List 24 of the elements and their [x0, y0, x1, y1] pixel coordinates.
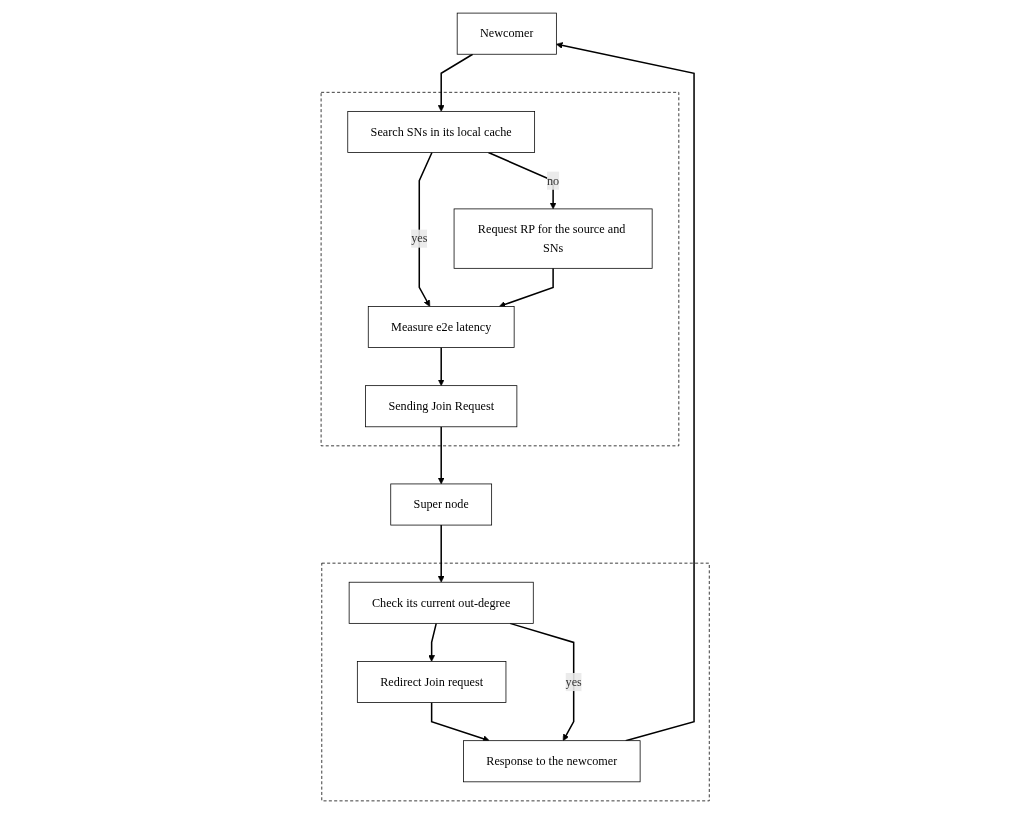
edge-label: no: [546, 173, 559, 187]
arrow: [437, 426, 445, 485]
arrow: [487, 151, 557, 210]
edge-label: yes: [410, 231, 428, 245]
node-box: Request RP for the source and SNs: [453, 208, 653, 269]
arrow: [437, 53, 474, 112]
node-box: Check its current out-degree: [348, 581, 534, 624]
arrow: [428, 622, 437, 662]
node-box: Redirect Join request: [356, 661, 507, 703]
node-box: Response to the newcomer: [462, 740, 641, 783]
cluster: [320, 91, 679, 447]
node-box: Sending Join Request: [364, 385, 518, 428]
arrow: [498, 267, 554, 308]
node-box: Search SNs in its local cache: [347, 111, 535, 153]
arrow: [430, 701, 490, 742]
arrow: [437, 524, 445, 583]
cluster: [321, 562, 710, 802]
node-box: Measure e2e latency: [367, 306, 515, 348]
node-box: Super node: [390, 483, 492, 526]
arrow: [555, 42, 695, 742]
edge-label: yes: [565, 675, 582, 689]
node-box: Newcomer: [456, 12, 557, 55]
arrow: [418, 151, 433, 307]
arrow: [437, 346, 445, 386]
